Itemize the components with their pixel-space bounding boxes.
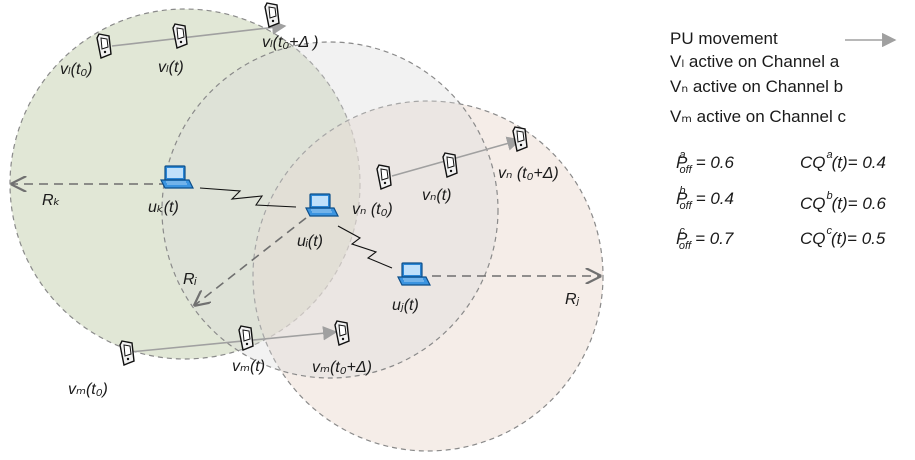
prob-p-a: Paoff= 0.6	[676, 149, 734, 176]
pu-label-vm-t0: vₘ(t₀)	[68, 381, 108, 398]
legend-line-l: Vₗ active on Channel a	[670, 52, 840, 71]
pu-movement-l	[111, 20, 287, 47]
pu-label-vn-delta: vₙ (t₀+Δ)	[498, 165, 559, 182]
link-k-i	[199, 187, 297, 208]
legend-line-m: Vₘ active on Channel c	[670, 107, 846, 126]
node-label-uj: uⱼ(t)	[392, 297, 419, 314]
coverage-circle-j	[252, 100, 604, 452]
range-label-ri: Rᵢ	[183, 271, 197, 288]
pu-label-vl-delta: vₗ(t₀+Δ )	[262, 34, 319, 51]
pu-label-vm-delta: vₘ(t₀+Δ)	[312, 359, 372, 376]
pu-label-vn-t0: vₙ (t₀)	[352, 201, 393, 218]
pu-label-vm-t: vₘ(t)	[232, 358, 266, 375]
link-i-j	[337, 225, 393, 269]
legend-movement-label: PU movement	[670, 29, 778, 48]
pu-movement-m	[129, 326, 338, 353]
prob-cq-b: CQb(t)= 0.6	[800, 190, 886, 213]
range-arrow-i	[195, 217, 307, 305]
phone-icon-vl-delta	[264, 2, 280, 28]
prob-p-b: Pboff= 0.4	[676, 185, 734, 212]
pu-label-vl-t0: vₗ(t₀)	[60, 61, 93, 78]
node-label-ui: uᵢ(t)	[297, 233, 323, 250]
pu-label-vn-t: vₙ(t)	[422, 187, 452, 204]
prob-cq-a: CQa(t)= 0.4	[800, 149, 886, 172]
prob-p-c: Pcoff= 0.7	[676, 225, 734, 252]
prob-cq-c: CQc(t)= 0.5	[800, 225, 886, 248]
range-label-rk: Rₖ	[42, 192, 61, 209]
pu-label-vl-t: vₗ(t)	[158, 59, 184, 76]
node-label-uk: uₖ(t)	[148, 199, 179, 216]
legend-line-n: Vₙ active on Channel b	[670, 77, 844, 96]
range-label-rj: Rⱼ	[565, 291, 580, 308]
phone-icon-vm-t0	[119, 340, 135, 366]
